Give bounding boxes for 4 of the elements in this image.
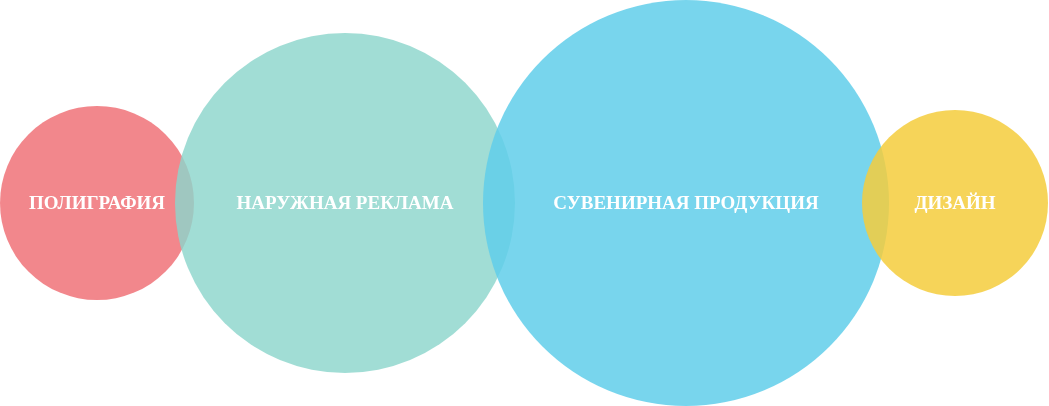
circle-label: ДИЗАЙН — [914, 192, 996, 214]
circle-label: НАРУЖНАЯ РЕКЛАМА — [236, 192, 454, 214]
circle-label: СУВЕНИРНАЯ ПРОДУКЦИЯ — [553, 192, 819, 214]
circle-label: ПОЛИГРАФИЯ — [28, 192, 166, 214]
